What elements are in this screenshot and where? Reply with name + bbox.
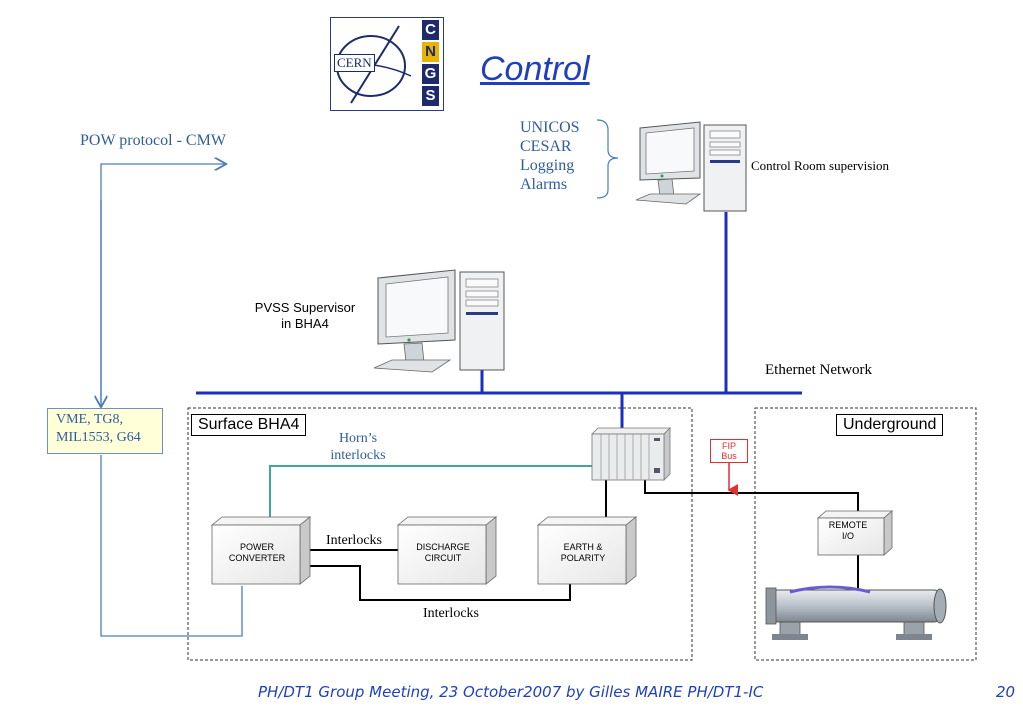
slide-footer: PH/DT1 Group Meeting, 23 October2007 by …: [258, 683, 764, 701]
logo-letter-s: S: [422, 86, 439, 106]
cern-wordmark: CERN: [334, 54, 375, 72]
pow-protocol-label: POW protocol - CMW: [80, 132, 226, 149]
remote-io-line-2: I/O: [841, 531, 854, 541]
logo-letter-n: N: [422, 42, 439, 62]
vme-line-1: VME, TG8,: [56, 412, 124, 427]
surface-zone: [187, 407, 693, 661]
power-converter-line-2: CONVERTER: [228, 553, 286, 563]
plc-to-remote-io-link: [644, 480, 859, 511]
pvss-tower-icon: [459, 271, 505, 371]
discharge-circuit-line-1: DISCHARGE: [416, 542, 470, 552]
pow-protocol-arrow: [100, 164, 225, 403]
software-item-alarms: Alarms: [520, 176, 568, 193]
horn-equipment-icon: [765, 585, 947, 640]
logo-letter-g: G: [422, 64, 439, 84]
horn-interlock-link: [269, 465, 592, 520]
slide-title: Control: [480, 50, 590, 88]
control-room-label: Control Room supervision: [751, 158, 889, 173]
power-converter-label: POWER CONVERTER: [212, 542, 302, 564]
interlocks-bottom-label: Interlocks: [423, 606, 479, 621]
ethernet-network-label: Ethernet Network: [765, 362, 873, 378]
earth-polarity-line-2: POLARITY: [560, 553, 606, 563]
control-room-monitor-icon: [635, 121, 702, 205]
discharge-circuit-line-2: CIRCUIT: [424, 553, 462, 563]
cern-cngs-logo: CERN C N G S: [330, 17, 444, 111]
earth-polarity-box: [536, 516, 638, 585]
vme-to-converter-link: [100, 455, 243, 637]
fip-bus-label: FIP Bus: [710, 439, 748, 463]
power-converter-line-1: POWER: [239, 542, 274, 552]
horn-label-line-2: interlocks: [330, 448, 386, 463]
logo-letter-c: C: [422, 20, 439, 40]
remote-io-box: [816, 510, 894, 556]
pvss-label-line-2: in BHA4: [281, 316, 329, 331]
software-item-cesar: CESAR: [520, 138, 572, 155]
software-item-unicos: UNICOS: [520, 119, 580, 136]
horn-label-line-1: Horn’s: [338, 431, 378, 446]
underground-zone: [754, 407, 977, 661]
discharge-circuit-box: [396, 516, 498, 585]
surface-zone-title: Surface BHA4: [191, 414, 307, 436]
earth-polarity-line-1: EARTH &: [563, 542, 603, 552]
fip-line-2: Bus: [721, 451, 737, 461]
vme-line-2: MIL1553, G64: [56, 430, 141, 445]
remote-io-label: REMOTE I/O: [818, 520, 878, 542]
pvss-label-line-1: PVSS Supervisor: [254, 300, 356, 315]
control-room-tower-icon: [703, 124, 747, 212]
vme-box: VME, TG8, MIL1553, G64: [47, 408, 163, 454]
software-item-logging: Logging: [520, 157, 575, 174]
plc-rack-icon: [591, 427, 671, 481]
remote-io-line-1: REMOTE: [828, 520, 868, 530]
interlocks-bottom-link: [310, 565, 571, 601]
software-brace: [596, 119, 619, 199]
pvss-supervisor-label: PVSS Supervisor in BHA4: [240, 300, 370, 332]
power-converter-box: [210, 516, 312, 585]
discharge-circuit-label: DISCHARGE CIRCUIT: [398, 542, 488, 564]
fip-line-1: FIP: [721, 441, 736, 451]
page-number: 20: [996, 683, 1016, 701]
interlocks-top-label: Interlocks: [326, 533, 382, 548]
control-room-software-list: UNICOS CESAR Logging Alarms: [520, 118, 580, 194]
earth-polarity-label: EARTH & POLARITY: [538, 542, 628, 564]
pvss-monitor-icon: [373, 269, 456, 373]
underground-zone-title: Underground: [836, 414, 944, 436]
horn-interlocks-label: Horn’s interlocks: [318, 430, 398, 464]
